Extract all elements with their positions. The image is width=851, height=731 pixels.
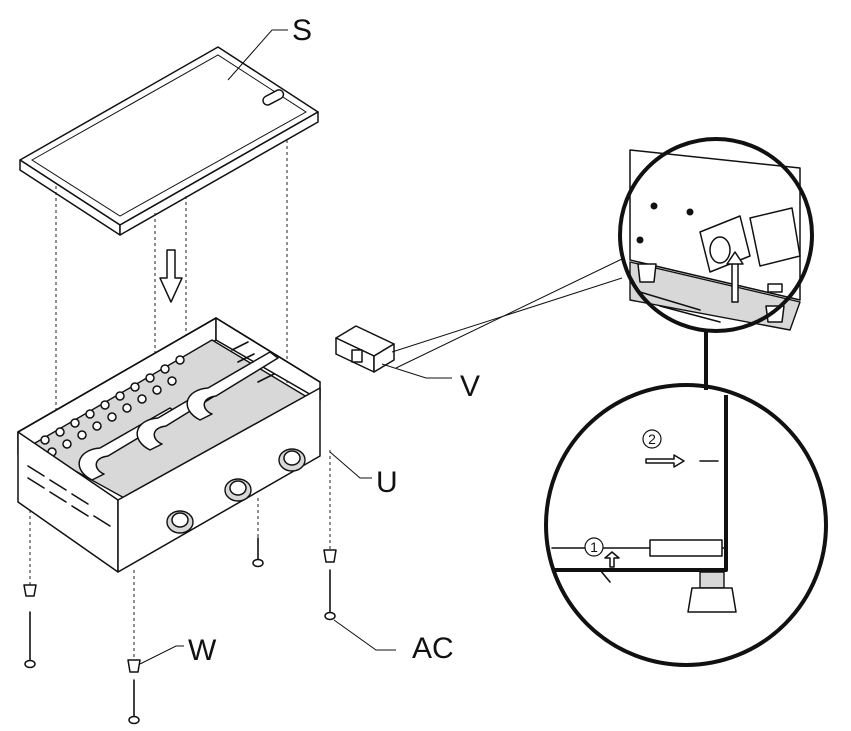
- step-1-number: 1: [590, 539, 598, 555]
- label-W: W: [188, 634, 217, 667]
- label-S: S: [292, 14, 312, 47]
- front-vent-slots: [27, 465, 111, 527]
- lid-S: [19, 46, 319, 236]
- detail-view-top: [620, 139, 812, 331]
- lid-handle-slot: [262, 89, 285, 106]
- detail-view-bottom: [546, 385, 826, 665]
- detail-circle-bottom: [544, 383, 828, 667]
- bolt-center: [252, 537, 264, 568]
- foot-W: [127, 659, 141, 725]
- control-knobs: [166, 448, 306, 534]
- foot-AC: [323, 549, 337, 621]
- label-AC: AC: [412, 632, 454, 665]
- step-marker-2: 2: [642, 429, 662, 449]
- down-arrow: [159, 249, 183, 303]
- burner-tubes: [78, 351, 279, 481]
- grill-body-U: [17, 317, 321, 573]
- bracket-V: [335, 325, 395, 373]
- perforation-holes: [40, 355, 185, 457]
- leader-lines: [139, 29, 625, 665]
- bolt-left: [23, 584, 37, 669]
- label-U: U: [376, 466, 398, 499]
- detail-circle-top: [618, 137, 814, 333]
- step-marker-1: 1: [584, 537, 604, 557]
- step-2-number: 2: [648, 431, 656, 447]
- label-V: V: [460, 370, 480, 403]
